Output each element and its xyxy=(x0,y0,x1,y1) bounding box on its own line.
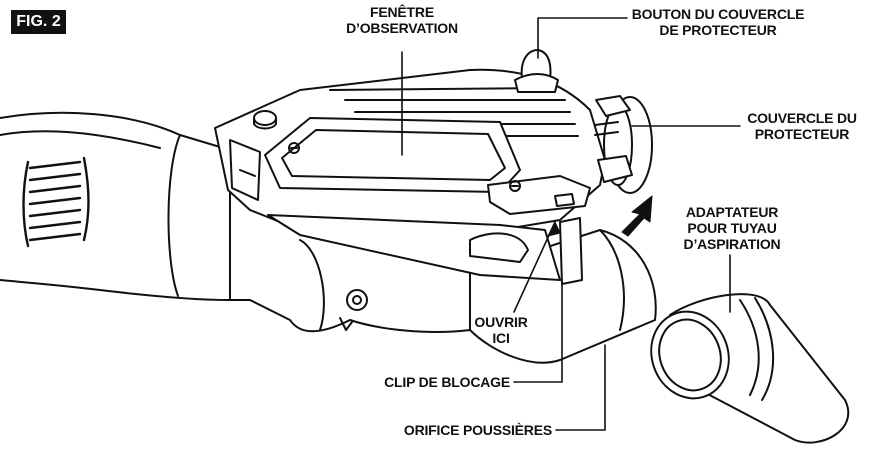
label-guard-cover: COUVERCLE DU PROTECTEUR xyxy=(747,110,857,142)
grinder-body xyxy=(0,111,231,301)
leader-lines xyxy=(401,17,741,431)
open-here-arrowhead xyxy=(547,221,561,237)
label-viewing-window: FENÊTRE D’OBSERVATION xyxy=(346,4,458,36)
label-dust-port: ORIFICE POUSSIÈRES xyxy=(403,422,552,438)
guard-cover xyxy=(594,95,653,194)
guard-plate xyxy=(267,214,561,281)
figure-badge: FIG. 2 xyxy=(11,10,66,34)
direction-arrow xyxy=(621,195,653,237)
locking-clip xyxy=(487,175,591,285)
label-locking-clip: CLIP DE BLOCAGE xyxy=(384,374,510,390)
guard-cover-knob xyxy=(514,49,559,93)
label-open-here: OUVRIR ICI xyxy=(474,314,528,346)
label-vacuum-adapter: ADAPTATEUR POUR TUYAU D’ASPIRATION xyxy=(683,204,781,252)
vent-slots xyxy=(22,156,90,248)
viewing-window xyxy=(264,117,521,193)
label-guard-cover-knob: BOUTON DU COUVERCLE DE PROTECTEUR xyxy=(631,6,805,38)
vacuum-adapter xyxy=(650,293,850,444)
